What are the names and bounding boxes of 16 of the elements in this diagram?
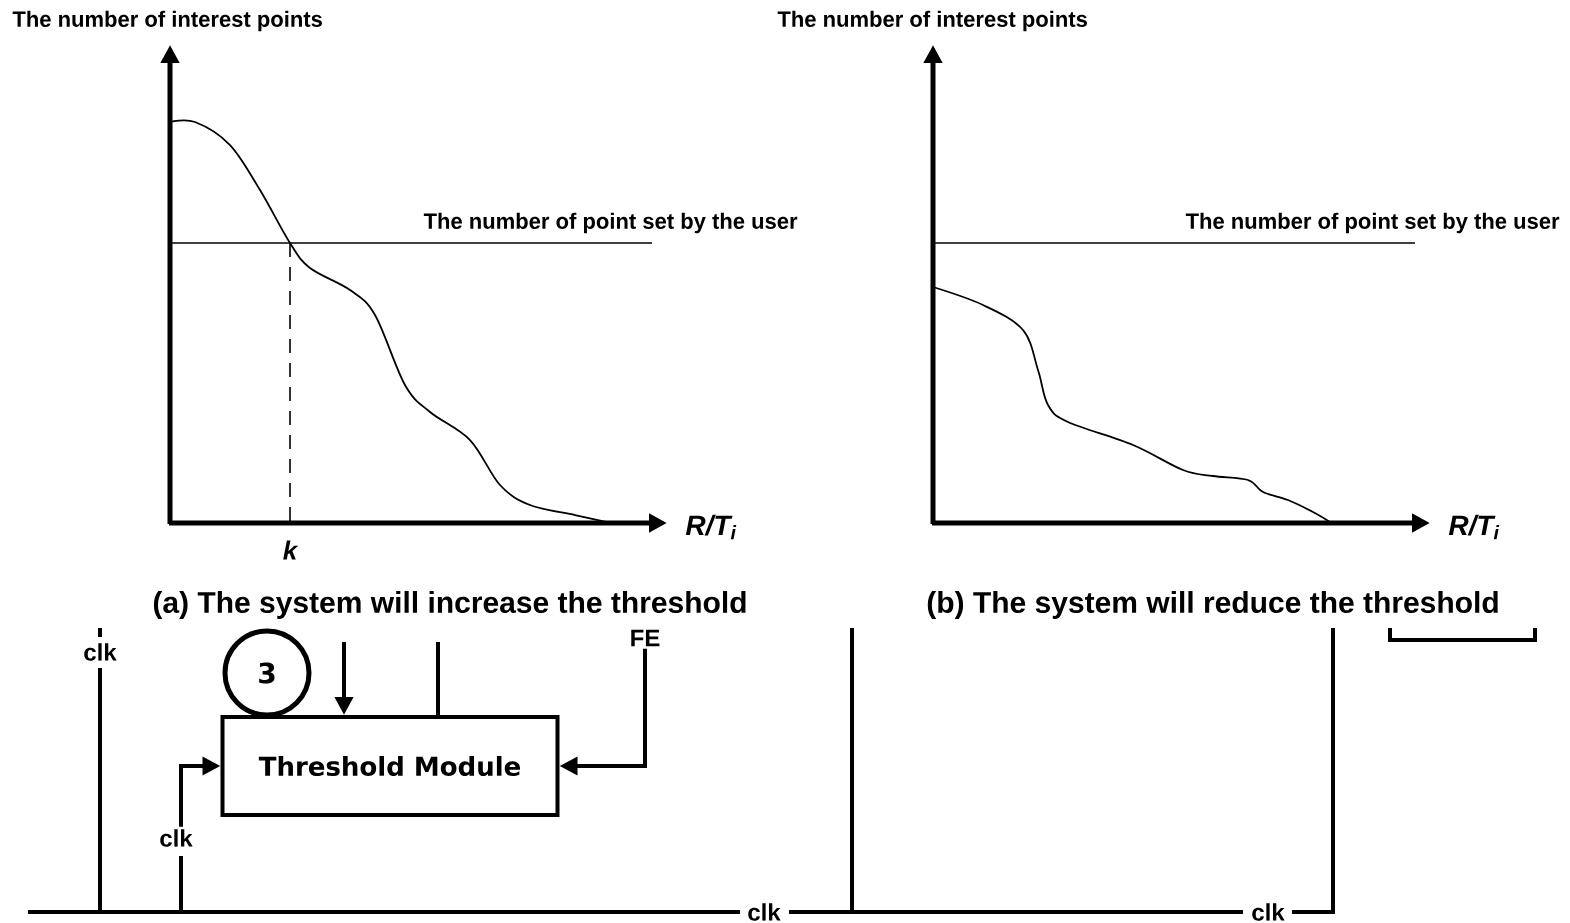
signal-label: clk — [745, 901, 783, 923]
line-label: The number of point set by the user — [1183, 210, 1562, 236]
process-box: Threshold Module — [220, 715, 560, 817]
axis-label: R/T$_{i}$ — [683, 512, 739, 542]
axis-tick-label: k — [280, 538, 300, 562]
subfigure-caption: (a) The system will increase the threshold — [150, 589, 750, 621]
axis-label: The number of interest points — [775, 8, 1090, 34]
signal-label: clk — [160, 829, 193, 847]
axis-label: R/T$_{i}$ — [1446, 512, 1502, 542]
subfigure-caption: (b) The system will reduce the threshold — [924, 589, 1502, 621]
signal-label: clk — [1249, 901, 1287, 923]
line-label: The number of point set by the user — [421, 210, 800, 236]
axis-label: The number of interest points — [10, 8, 325, 34]
signal-line — [436, 642, 440, 715]
signal-label: clk — [81, 641, 119, 663]
signal-label: FE — [631, 629, 660, 647]
